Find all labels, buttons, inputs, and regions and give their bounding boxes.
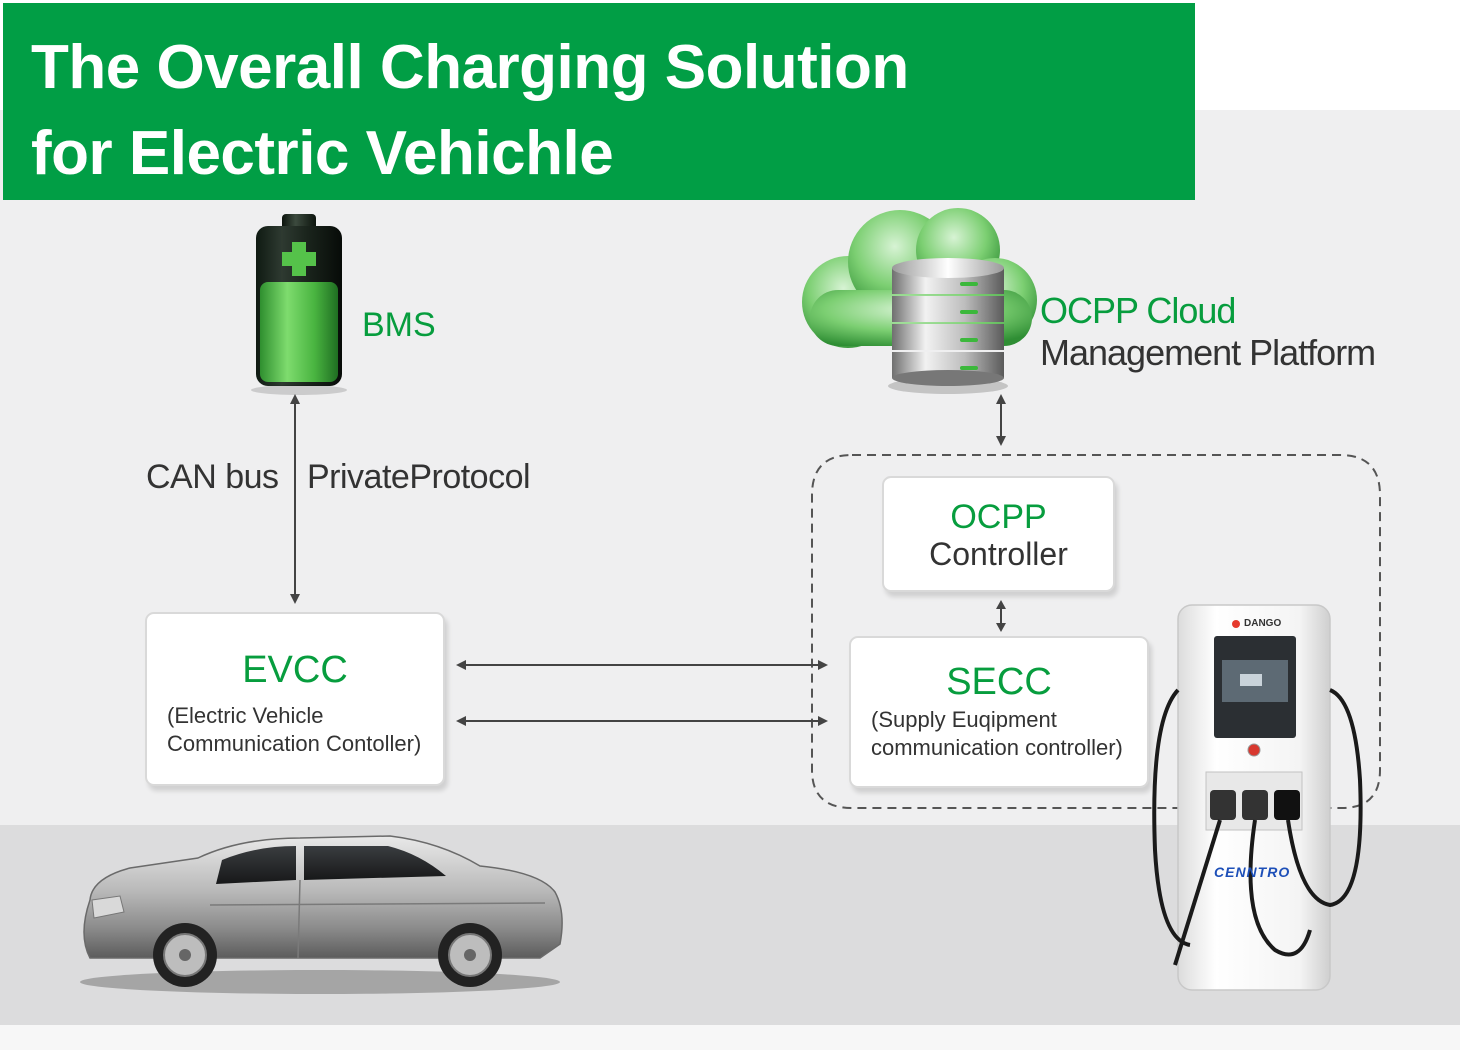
cloud-label-line-2: Management Platform: [1040, 332, 1376, 373]
bottom-strip: [0, 1025, 1460, 1050]
bms-label: BMS: [362, 306, 436, 344]
ocpp-controller-subtitle: Controller: [929, 536, 1068, 572]
title-banner: The Overall Charging Solution for Electr…: [3, 3, 1195, 200]
evcc-title: EVCC: [242, 649, 348, 691]
secc-title: SECC: [946, 661, 1052, 703]
cloud-label-line-1: OCPP Cloud: [1040, 290, 1236, 331]
title-line-1: The Overall Charging Solution: [31, 33, 909, 102]
charger-brand-bottom: CENNTRO: [1214, 864, 1291, 880]
evcc-box: EVCC (Electric Vehicle Communication Con…: [145, 612, 445, 786]
ocpp-controller-title: OCPP: [950, 498, 1047, 536]
title-line-2: for Electric Vehichle: [31, 119, 614, 188]
can-bus-label: CAN bus: [146, 458, 279, 496]
secc-subtitle-line-2: communication controller): [871, 735, 1123, 760]
charger-brand-top: DANGO: [1244, 618, 1282, 629]
private-protocol-label: PrivateProtocol: [307, 458, 531, 496]
evcc-subtitle-line-2: Communication Contoller): [167, 731, 422, 756]
ocpp-controller-box: OCPP Controller: [882, 476, 1115, 592]
secc-subtitle-line-1: (Supply Euqipment: [871, 707, 1057, 732]
secc-box: SECC (Supply Euqipment communication con…: [849, 636, 1149, 788]
evcc-subtitle-line-1: (Electric Vehicle: [167, 703, 324, 728]
